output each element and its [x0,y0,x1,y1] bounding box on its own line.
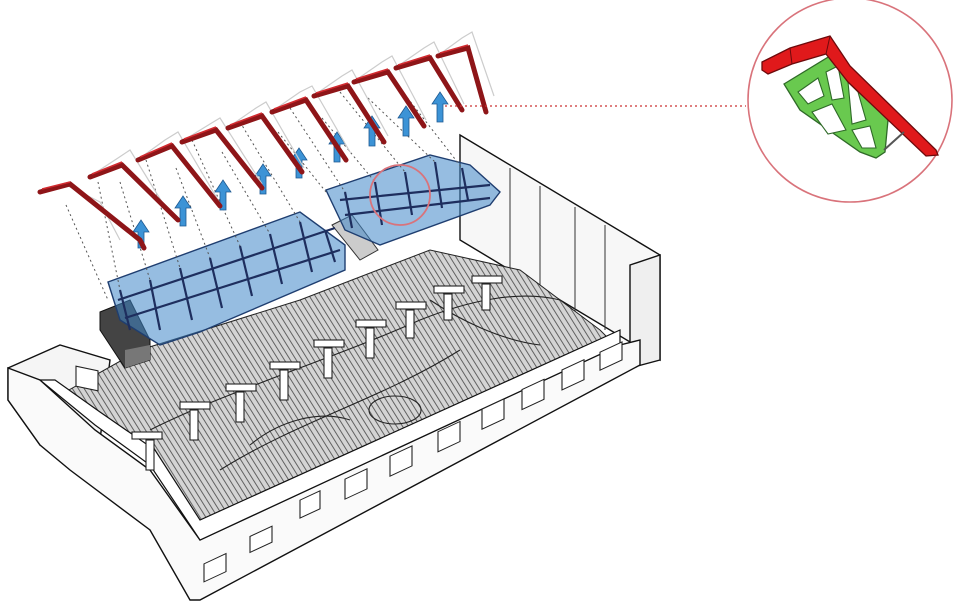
lift-arrow-8 [397,105,415,137]
lift-arrow-9 [431,91,449,123]
roof-truss-10 [435,31,495,115]
right-end-wall [629,254,661,369]
roof-truss-9 [393,41,465,113]
roof-truss-8 [351,55,427,129]
grandstand-left-frames [117,221,341,331]
portal-frames [131,275,503,471]
lift-arrow-4 [254,163,272,195]
lift-arrow-2 [174,195,192,227]
roof-truss-6 [269,85,351,163]
callout-marker-circle [369,164,431,226]
roof-truss-7 [311,69,389,145]
building [7,133,661,601]
front-wall-top [38,329,621,541]
lift-arrow-7 [363,115,381,147]
truss-highlights [41,44,469,190]
court-lines [149,295,561,471]
roof-truss-4 [179,117,265,191]
detail-frame-openings [797,65,877,149]
front-windows [75,341,623,583]
detail-callout [369,0,953,226]
roof-truss-5 [225,101,305,175]
grandstand-right [325,154,501,246]
roof-truss-2 [87,149,181,223]
front-wall [7,339,641,601]
roof-trusses [37,31,495,251]
roof-truss-1 [37,181,147,251]
roof-truss-3 [135,131,223,209]
lift-arrow-3 [214,179,232,211]
back-wall-partitions [509,168,606,330]
grandstands [107,154,501,346]
detail-truss [761,35,939,159]
